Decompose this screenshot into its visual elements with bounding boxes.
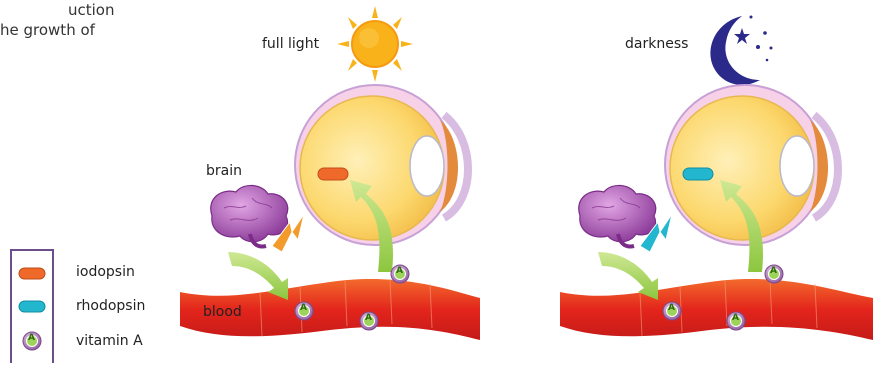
sun-icon <box>337 6 413 82</box>
vitamin-letter: A <box>300 303 307 313</box>
legend-box <box>10 249 54 363</box>
vitamin-letter: A <box>732 313 739 323</box>
moon-stars-icon <box>710 16 772 85</box>
arrow-brain-to-blood <box>598 252 658 300</box>
condition-label-darkness: darkness <box>625 36 688 52</box>
legend-label-iodopsin: iodopsin <box>76 264 135 280</box>
vitamin-letter: A <box>365 313 372 323</box>
vitamin-letter: A <box>770 266 777 276</box>
condition-label-full-light: full light <box>262 36 319 52</box>
brain-icon <box>579 185 656 246</box>
blood-vessel-right <box>560 279 873 340</box>
legend-label-rhodopsin: rhodopsin <box>76 298 145 314</box>
vitamin-letter: A <box>396 266 403 276</box>
blood-label: blood <box>203 304 242 320</box>
brain-label: brain <box>206 163 242 179</box>
legend-label-vitamin-a: vitamin A <box>76 333 143 349</box>
arrow-brain-to-blood <box>228 252 288 300</box>
rhodopsin-pill-icon <box>683 168 713 180</box>
vitamin-letter: A <box>668 303 675 313</box>
brain-icon <box>211 185 288 246</box>
panel-darkness <box>560 16 873 341</box>
iodopsin-pill-icon <box>318 168 348 180</box>
